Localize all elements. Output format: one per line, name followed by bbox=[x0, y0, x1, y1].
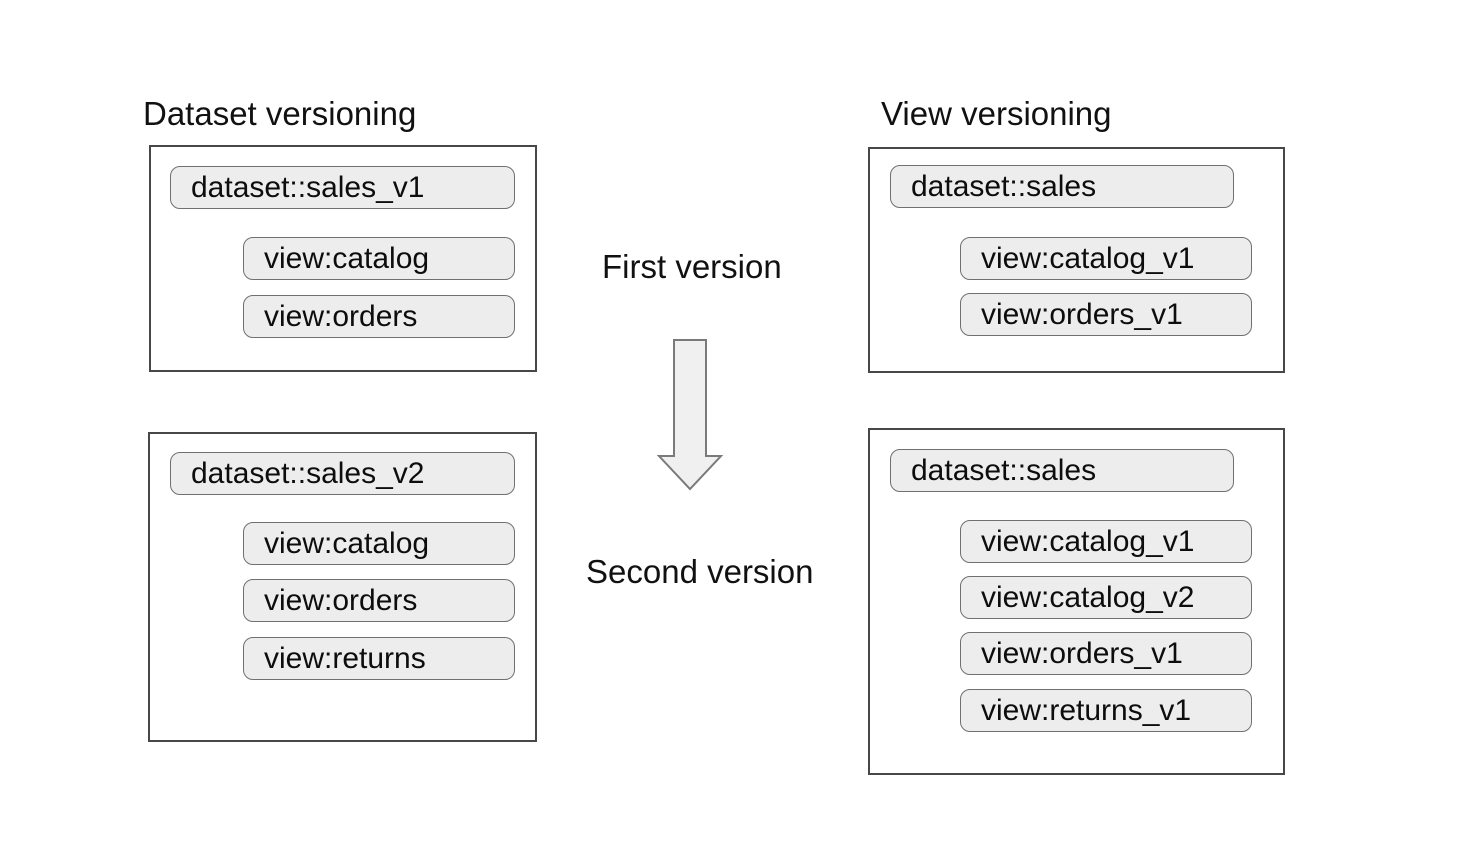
dataset-pill: dataset::sales_v2 bbox=[170, 452, 515, 495]
view-versioning-v2-box: dataset::sales view:catalog_v1 view:cata… bbox=[868, 428, 1285, 775]
view-pill: view:orders bbox=[243, 295, 515, 338]
second-version-label: Second version bbox=[586, 553, 814, 590]
view-versioning-title: View versioning bbox=[881, 95, 1112, 132]
view-pill: view:catalog bbox=[243, 522, 515, 565]
first-version-label: First version bbox=[602, 248, 782, 285]
dataset-versioning-v1-box: dataset::sales_v1 view:catalog view:orde… bbox=[149, 145, 537, 372]
view-pill: view:returns_v1 bbox=[960, 689, 1252, 732]
view-pill: view:catalog bbox=[243, 237, 515, 280]
view-versioning-v1-box: dataset::sales view:catalog_v1 view:orde… bbox=[868, 147, 1285, 373]
dataset-versioning-v2-box: dataset::sales_v2 view:catalog view:orde… bbox=[148, 432, 537, 742]
down-arrow-icon bbox=[656, 339, 724, 491]
view-pill: view:orders_v1 bbox=[960, 293, 1252, 336]
dataset-pill: dataset::sales bbox=[890, 165, 1234, 208]
dataset-pill: dataset::sales_v1 bbox=[170, 166, 515, 209]
dataset-versioning-title: Dataset versioning bbox=[143, 95, 417, 132]
view-pill: view:catalog_v1 bbox=[960, 520, 1252, 563]
view-pill: view:catalog_v2 bbox=[960, 576, 1252, 619]
view-pill: view:orders_v1 bbox=[960, 632, 1252, 675]
dataset-pill: dataset::sales bbox=[890, 449, 1234, 492]
view-pill: view:returns bbox=[243, 637, 515, 680]
view-pill: view:orders bbox=[243, 579, 515, 622]
view-pill: view:catalog_v1 bbox=[960, 237, 1252, 280]
